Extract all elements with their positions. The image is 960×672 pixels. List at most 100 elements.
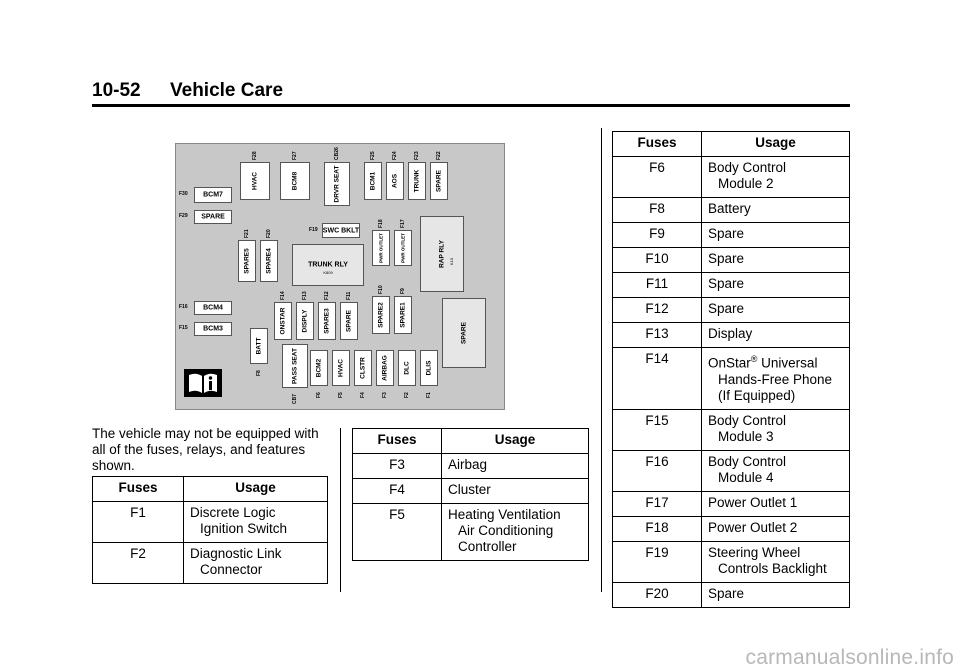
usage-line: Hands-Free Phone <box>718 371 833 387</box>
fuse-cell: F3 <box>352 453 442 479</box>
fuse-f3: AIRBAG <box>376 350 394 386</box>
usage-line: Module 2 <box>718 176 774 191</box>
usage-line: Body Control <box>708 453 787 469</box>
fuse-f17: PWR OUTLET <box>394 230 412 266</box>
col-header-fuses: Fuses <box>92 476 184 502</box>
usage-line: Controls Backlight <box>718 560 827 576</box>
fuse-number: F19 <box>309 226 318 233</box>
fuse-f20: SPARE4 <box>260 240 278 282</box>
fuse-label: BATT <box>255 337 263 355</box>
fuse-label: HVAC <box>337 359 345 377</box>
usage-line: Air Conditioning <box>458 523 554 538</box>
fuse-cell: F15 <box>612 409 702 451</box>
fuse-number: F27 <box>292 151 298 160</box>
fuse-label: DRVR SEAT <box>333 165 341 203</box>
usage-line: Controller <box>458 539 517 554</box>
fuse-cell: F11 <box>612 272 702 298</box>
fuse-cb7: PASS SEAT <box>282 344 308 388</box>
usage-line: Connector <box>200 562 263 577</box>
usage-line: Display <box>708 326 753 341</box>
fuse-number: F12 <box>324 291 330 300</box>
col-header-fuses: Fuses <box>352 428 442 454</box>
usage-cell: Spare <box>701 582 850 608</box>
column-divider <box>340 428 341 592</box>
fuse-f5: HVAC <box>332 350 350 386</box>
fuse-label: SPARE <box>435 170 443 192</box>
usage-cell: Spare <box>701 247 850 273</box>
fuse-number: F25 <box>370 151 376 160</box>
usage-line: Cluster <box>448 482 491 497</box>
usage-cell: Spare <box>701 297 850 323</box>
fuse-number: F17 <box>400 219 406 228</box>
fuse-number: F15 <box>179 325 188 331</box>
fuse-label: SPARE <box>201 213 225 221</box>
usage-line: Body Control <box>708 160 787 175</box>
usage-cell: Spare <box>701 222 850 248</box>
fuse-label: AIRBAG <box>381 355 389 381</box>
fuse-f19: SWC BKLT <box>322 223 360 238</box>
usage-line: Spare <box>708 301 745 316</box>
fuse-f23: TRUNK <box>408 162 426 200</box>
fuse-number: F29 <box>179 213 188 219</box>
watermark: carmanualsonline.info <box>745 646 954 669</box>
relay-number: K809 <box>323 270 333 275</box>
fuse-cell: F5 <box>352 503 442 561</box>
section-title: Vehicle Care <box>170 80 284 101</box>
fuse-cell: F19 <box>612 541 702 583</box>
fuse-label: BCM4 <box>203 304 223 312</box>
fuse-f28: HVAC <box>240 162 270 200</box>
fuse-f10: SPARE2 <box>372 296 390 334</box>
fuse-f14: ONSTAR <box>274 302 292 340</box>
fuse-label: DISPLY <box>301 309 309 333</box>
fuse-number: F5 <box>338 392 344 398</box>
fuse-number: F16 <box>179 304 188 310</box>
fuse-number: F2 <box>404 392 410 398</box>
fuse-f21: SPARE5 <box>238 240 256 282</box>
fuse-label: ONSTAR <box>279 307 287 335</box>
intro-text: The vehicle may not be equipped with all… <box>92 426 319 473</box>
fuse-cb26: DRVR SEAT <box>324 162 350 206</box>
col-header-fuses: Fuses <box>612 131 702 157</box>
fuse-label: CLSTR <box>359 357 367 379</box>
fuse-label: BCM1 <box>369 171 377 191</box>
col-header-usage: Usage <box>701 131 850 157</box>
fuse-f25: BCM1 <box>364 162 382 200</box>
usage-line: Power Outlet 1 <box>708 494 798 510</box>
fuse-cell: F14 <box>612 347 702 410</box>
fuse-label: PWR OUTLET <box>378 233 384 263</box>
fuse-label: SPARE2 <box>377 302 385 328</box>
fuse-number: F11 <box>346 291 352 300</box>
fuse-number: F22 <box>436 151 442 160</box>
relay-number: K10 <box>449 257 455 266</box>
fuse-f24: AOS <box>386 162 404 200</box>
usage-line: Diagnostic Link <box>190 546 282 561</box>
fuse-cell: F2 <box>92 542 184 584</box>
fuse-f18: PWR OUTLET <box>372 230 390 266</box>
fuse-bigspare: SPARE <box>442 298 486 368</box>
usage-cell: Airbag <box>441 453 589 479</box>
fuse-number: F18 <box>378 219 384 228</box>
fuse-label: SPARE <box>460 322 468 344</box>
fuse-label: PASS SEAT <box>291 348 299 384</box>
usage-cell: Power Outlet 2 <box>701 516 850 542</box>
fuse-f4: CLSTR <box>354 350 372 386</box>
fuse-f6: BCM2 <box>310 350 328 386</box>
fuse-number: CB7 <box>292 393 298 404</box>
